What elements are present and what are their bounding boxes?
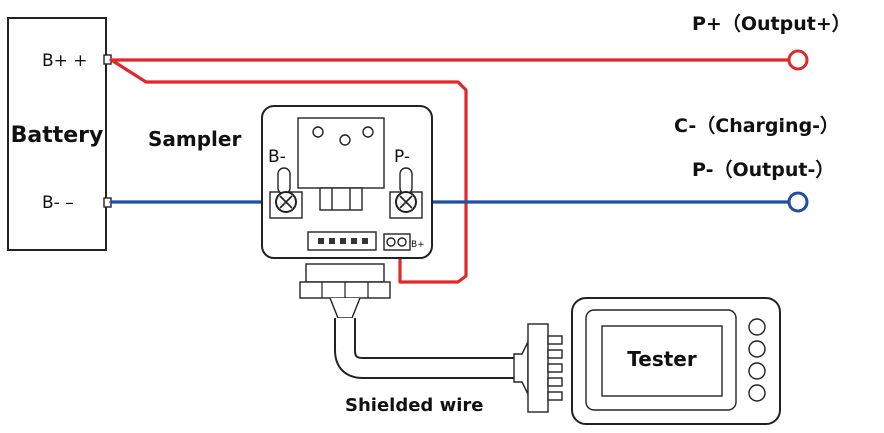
battery-negative-label: B- –: [42, 193, 74, 213]
b-minus-slot: [277, 167, 291, 195]
shielded-wire-inner: [336, 318, 516, 377]
c-minus-label: C-（Charging-）: [674, 114, 839, 137]
shielded-wire-label: Shielded wire: [345, 395, 483, 416]
sampler-plug: [299, 263, 391, 319]
relay-hole-right: [362, 126, 374, 138]
tester-plug-pin-5: [547, 391, 563, 401]
sampler-label: Sampler: [148, 127, 241, 151]
comm-pin-1: [318, 238, 324, 244]
tester-plug-strain-relief: [513, 341, 529, 395]
tester-plug: [513, 323, 563, 413]
p-plus-label: P+（Output+）: [692, 12, 851, 35]
sampler-bplus-sense-wire: [111, 59, 468, 284]
p-minus-slot: [399, 167, 413, 195]
tester-screen: [601, 325, 723, 397]
tester-plug-pin-2: [547, 349, 563, 359]
plug-strain-relief: [329, 297, 361, 319]
sampler: B- P- B+: [261, 105, 433, 259]
comm-pin-3: [340, 238, 346, 244]
comm-pin-2: [329, 238, 335, 244]
plug-upper: [305, 263, 385, 283]
tester-plug-pin-4: [547, 377, 563, 387]
sampler-p-minus-label: P-: [394, 147, 410, 167]
positive-wires: [109, 58, 795, 284]
tester: Tester: [571, 297, 781, 425]
relay-hole-center: [339, 134, 351, 146]
tester-plug-pin-3: [547, 363, 563, 373]
sampler-b-minus-label: B-: [268, 147, 286, 167]
relay-hole-left: [312, 126, 324, 138]
battery-body: [7, 17, 107, 251]
bplus-port-hole-right: [397, 237, 407, 247]
relay-base: [319, 187, 363, 211]
battery: Battery B+ + B- –: [7, 17, 112, 251]
shielded-wire: Shielded wire: [334, 318, 516, 416]
tester-plug-pin-1: [547, 335, 563, 345]
tester-label: Tester: [627, 347, 697, 371]
tester-button-1: [748, 318, 766, 336]
comm-pin-5: [362, 238, 368, 244]
tester-button-2: [748, 340, 766, 358]
tester-button-3: [748, 362, 766, 380]
sampler-b-plus-small-label: B+: [411, 240, 425, 250]
bplus-port-hole-left: [386, 237, 396, 247]
battery-positive-label: B+ +: [42, 51, 88, 71]
p-minus-terminal: [787, 191, 809, 213]
b-minus-screw-slot-b: [279, 195, 293, 209]
p-minus-screw-slot-b: [399, 195, 413, 209]
tester-button-4: [748, 384, 766, 402]
comm-pin-4: [351, 238, 357, 244]
battery-label: Battery: [11, 123, 104, 148]
p-plus-terminal: [787, 49, 809, 71]
tester-plug-body: [527, 323, 549, 413]
p-minus-label: P-（Output-）: [692, 158, 834, 181]
